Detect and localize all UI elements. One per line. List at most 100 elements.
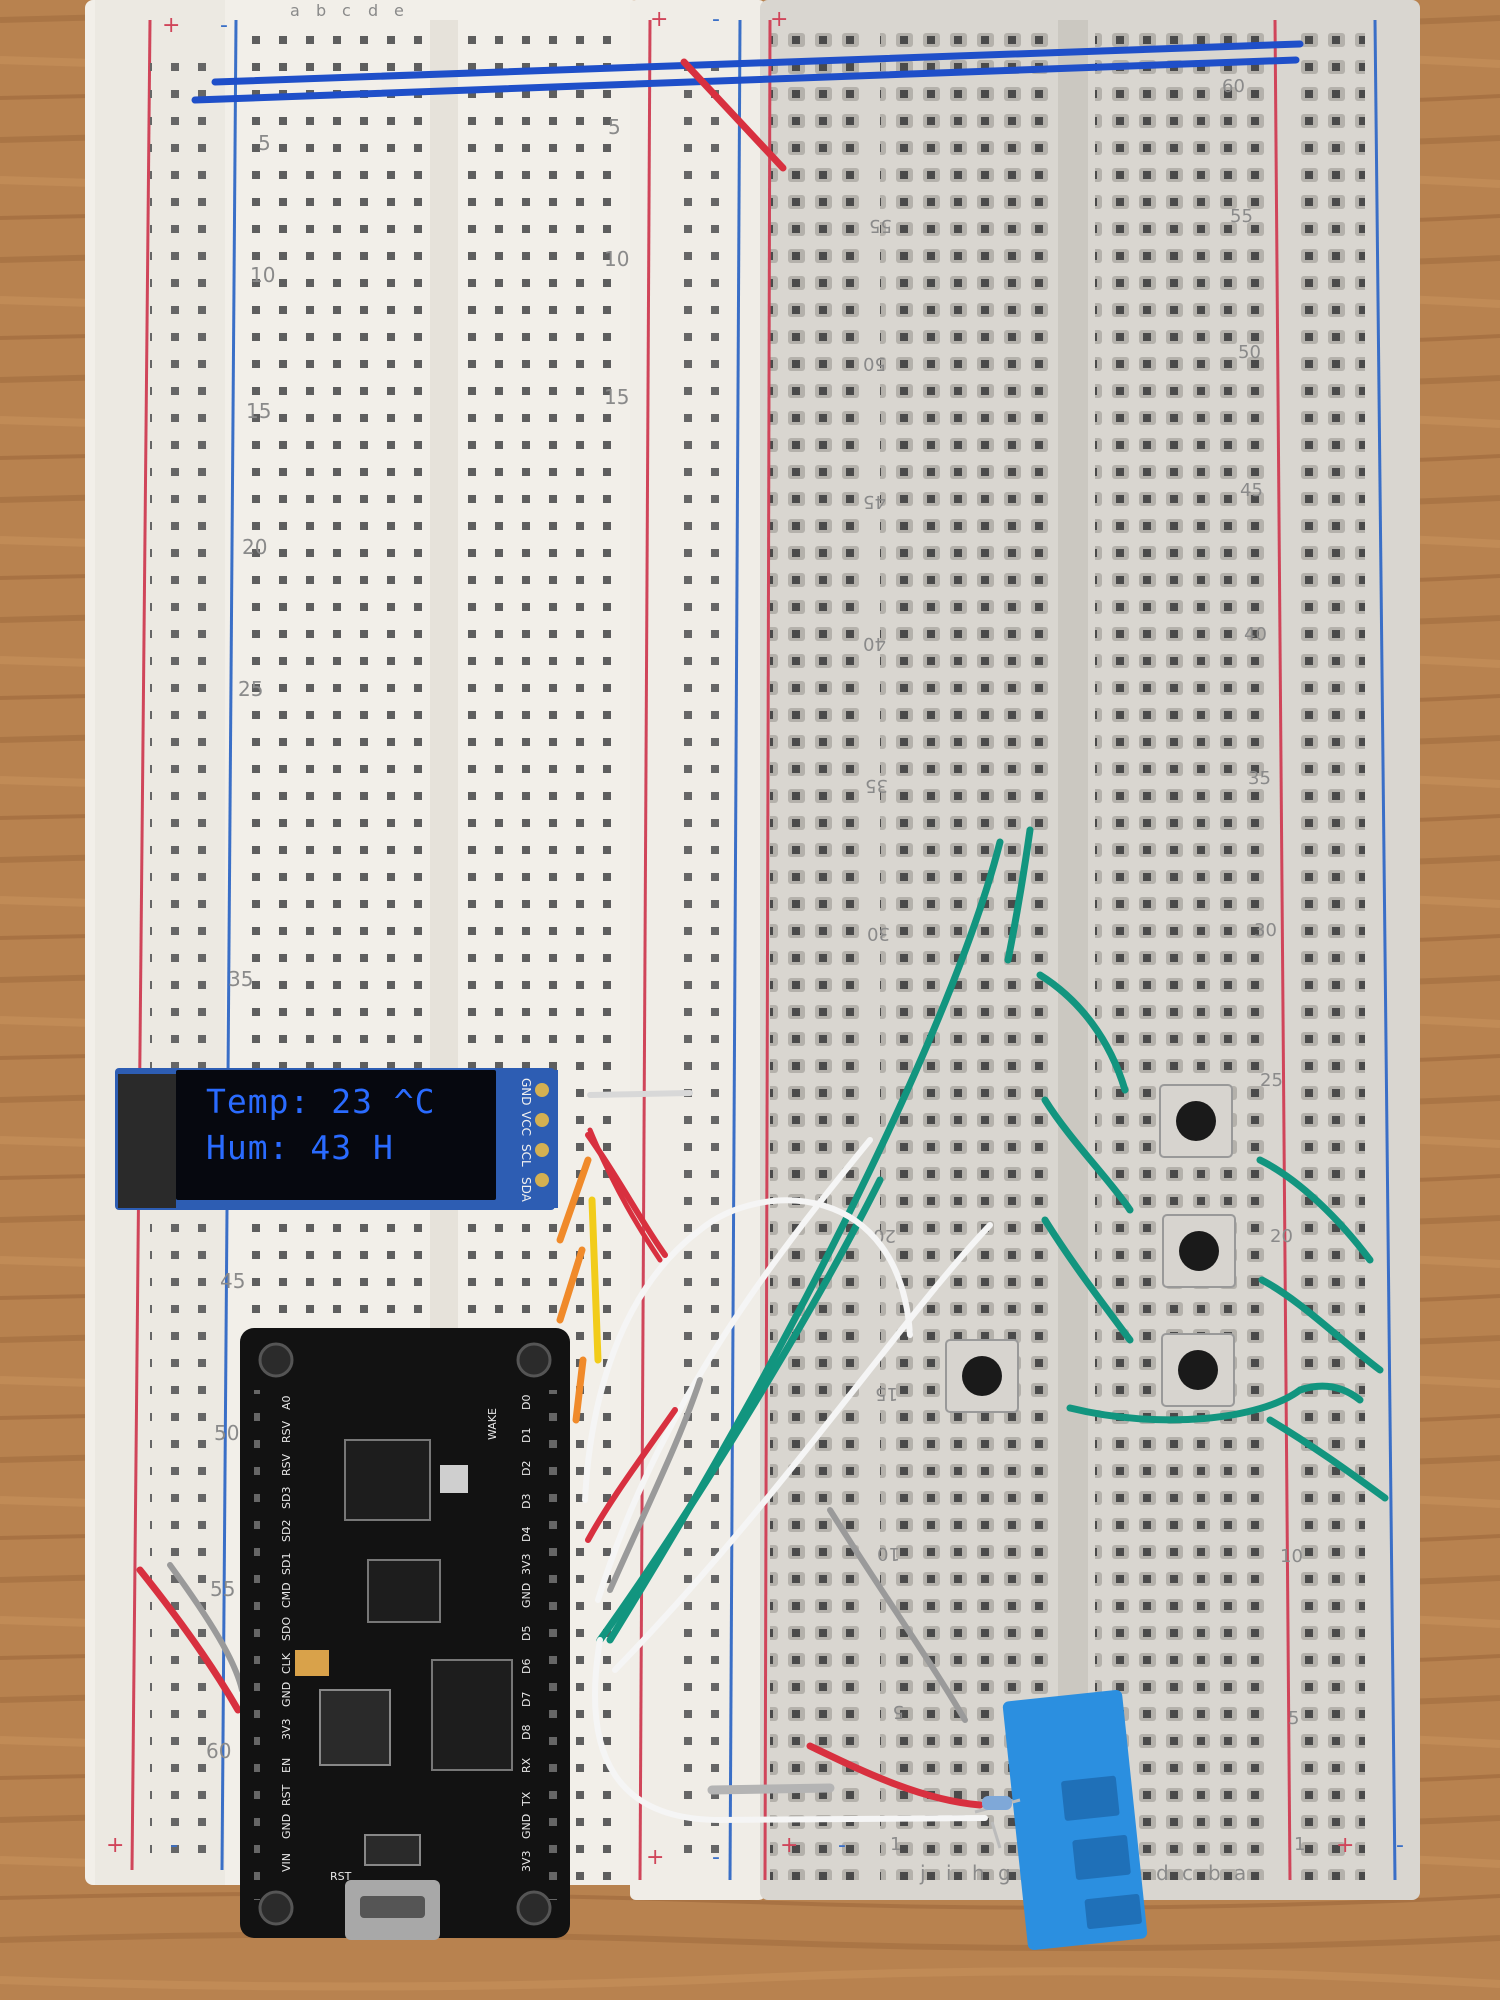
gray-wire — [167, 1562, 245, 1693]
nodemcu-board: A0RSVRSVSD3SD2SD1CMDSDOCLKGND3V3ENRSTGND… — [240, 1328, 570, 1940]
pin-label: D6 — [520, 1659, 533, 1674]
column-letter: i — [946, 1861, 952, 1885]
white-wire — [612, 1222, 993, 1673]
row-number: 10 — [604, 247, 629, 271]
row-number: 30 — [1254, 920, 1277, 941]
pin-header-left — [254, 1390, 276, 1900]
row-number: 30 — [867, 923, 890, 944]
column-letter: b — [1208, 1861, 1221, 1885]
pin-label: VIN — [280, 1853, 293, 1872]
rail-plus-sign: + — [162, 13, 180, 38]
pin-label: SD1 — [280, 1553, 293, 1575]
row-number: 40 — [1244, 624, 1267, 645]
blue-wire — [211, 40, 1304, 86]
rail-minus-sign: - — [170, 1833, 178, 1858]
pin-label: 3V3 — [280, 1718, 293, 1740]
row-number: 15 — [875, 1383, 898, 1404]
teal-wire — [1004, 826, 1034, 964]
column-letter: b — [316, 1, 326, 20]
yellow-wire — [588, 1196, 602, 1364]
column-letter: d — [1156, 1861, 1169, 1885]
white-wire — [595, 1137, 873, 1603]
row-number: 1 — [890, 1834, 901, 1855]
row-number: 10 — [250, 263, 275, 287]
oled-pin-label: SDA — [519, 1177, 533, 1203]
row-number: 25 — [238, 677, 263, 701]
row-number: 55 — [869, 215, 892, 236]
column-letter: e — [394, 1, 404, 20]
row-number: 45 — [220, 1269, 245, 1293]
pin-label: D7 — [520, 1692, 533, 1707]
rail-plus-sign: + — [106, 1833, 124, 1858]
rail-minus-sign: - — [712, 7, 720, 32]
tactile-button — [945, 1339, 1019, 1413]
teal-wire — [1041, 1216, 1134, 1344]
pin-label: GND — [280, 1814, 293, 1839]
pin-label: D2 — [520, 1461, 533, 1476]
white-wire — [582, 1197, 913, 1503]
row-number: 45 — [1240, 480, 1263, 501]
pin-label: SD3 — [280, 1487, 293, 1509]
red-wire — [585, 1407, 678, 1543]
pin-label: RSV — [280, 1453, 293, 1476]
row-number: 60 — [1222, 76, 1245, 97]
pin-label: D5 — [520, 1626, 533, 1641]
row-number: 50 — [214, 1421, 239, 1445]
pin-label: GND — [520, 1583, 533, 1608]
resistor — [974, 1796, 1021, 1849]
orange-wire — [572, 1356, 587, 1424]
white-wire — [587, 1090, 693, 1098]
pin-label: A0 — [280, 1395, 293, 1410]
column-letter: j — [919, 1861, 926, 1885]
row-number: 55 — [1230, 206, 1253, 227]
pin-label: RSV — [280, 1420, 293, 1443]
pin-label: D0 — [520, 1395, 533, 1410]
pin-label: 3V3 — [520, 1850, 533, 1872]
breadboard-right — [760, 0, 1420, 1900]
row-number: 5 — [1288, 1708, 1299, 1729]
column-letter: g — [998, 1861, 1011, 1885]
row-number: 60 — [206, 1739, 231, 1763]
tactile-button — [1161, 1333, 1235, 1407]
row-number: 1 — [1294, 1834, 1305, 1855]
row-number: 55 — [210, 1577, 235, 1601]
pin-label: SD2 — [280, 1520, 293, 1542]
pin-label: GND — [280, 1682, 293, 1707]
row-number: 15 — [604, 385, 629, 409]
column-letter: c — [1182, 1861, 1193, 1885]
orange-wire — [556, 1246, 586, 1324]
row-number: 50 — [863, 353, 886, 374]
pin-header-right — [538, 1390, 560, 1900]
teal-wire — [1036, 971, 1129, 1094]
rail-minus-sign: - — [838, 1833, 846, 1858]
pin-label: GND — [520, 1814, 533, 1839]
red-wire — [680, 58, 787, 172]
teal-wire — [596, 1176, 884, 1644]
pin-label: RST — [280, 1784, 293, 1806]
row-number: 35 — [228, 967, 253, 991]
orange-wire — [556, 1156, 592, 1244]
tactile-button — [1162, 1214, 1236, 1288]
teal-wire — [1041, 1096, 1134, 1214]
pin-label: EN — [280, 1758, 293, 1773]
column-letter: a — [290, 1, 300, 20]
row-number: 10 — [877, 1543, 900, 1564]
red-wire — [587, 1127, 663, 1263]
row-number: 20 — [1270, 1226, 1293, 1247]
dht-sensor — [1002, 1690, 1148, 1950]
oled-pin-label: SCL — [519, 1144, 533, 1167]
rail-plus-sign: + — [646, 1845, 664, 1870]
rail-signs: + - + - + + - + - + - + - — [106, 7, 1404, 1870]
row-number: 5 — [258, 131, 271, 155]
teal-wire — [1066, 1382, 1364, 1424]
column-letter: h — [972, 1861, 985, 1885]
pin-label: CMD — [280, 1582, 293, 1608]
row-number: 40 — [863, 633, 886, 654]
rail-minus-sign: - — [1396, 1833, 1404, 1858]
row-number: 10 — [1280, 1546, 1303, 1567]
row-number: 45 — [863, 491, 886, 512]
pin-label: SDO — [280, 1617, 293, 1641]
rail-minus-sign: - — [220, 13, 228, 38]
blue-wire — [191, 56, 1300, 104]
